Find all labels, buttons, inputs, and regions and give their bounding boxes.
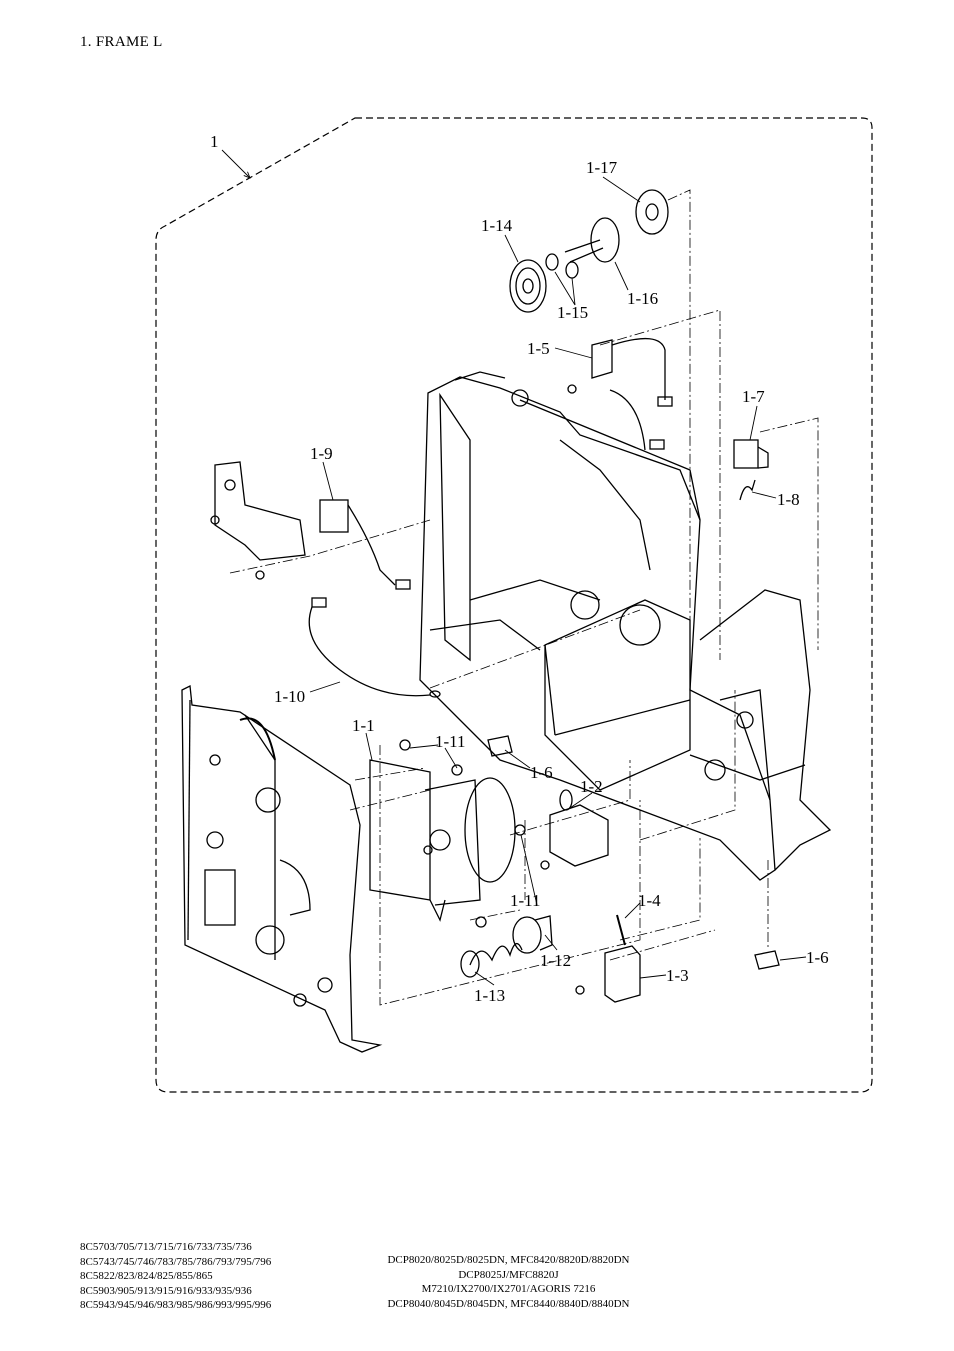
- main-frame-body: [419, 371, 832, 881]
- callout-1-11-bottom: 1-11: [510, 891, 541, 910]
- model-name-line: DCP8040/8045D/8045DN, MFC8440/8840D/8840…: [387, 1297, 630, 1310]
- footer-model-codes: 8C5703/705/713/715/716/733/735/736 8C574…: [80, 1240, 271, 1313]
- callout-1-6-right: 1-6: [806, 948, 829, 967]
- callout-1-11-top: 1-11: [435, 732, 466, 751]
- callout-1-5: 1-5: [527, 339, 550, 358]
- model-code-line: 8C5943/945/946/983/985/986/993/995/996: [80, 1299, 272, 1311]
- rubber-feet-1-6: [487, 735, 780, 970]
- model-name-line: M7210/IX2700/IX2701/AGORIS 7216: [421, 1283, 596, 1295]
- callout-1-6-center: 1-6: [530, 763, 553, 782]
- callout-1-10: 1-10: [274, 687, 305, 706]
- callout-1-2: 1-2: [580, 777, 603, 796]
- callout-1-15: 1-15: [557, 303, 588, 322]
- motor-assembly-1-1: [369, 739, 526, 922]
- callout-1-16: 1-16: [627, 289, 658, 308]
- model-name-line: DCP8020/8025D/8025DN, MFC8420/8820D/8820…: [387, 1254, 630, 1266]
- harness-1-5: [567, 337, 673, 451]
- harness-1-10: [308, 597, 441, 698]
- callout-1-9: 1-9: [310, 444, 333, 463]
- solenoid-1-2: [540, 789, 609, 870]
- callout-1-3: 1-3: [666, 966, 689, 985]
- model-name-line: DCP8025J/MFC8820J: [458, 1268, 559, 1281]
- callout-1-8: 1-8: [777, 490, 800, 509]
- model-code-line: 8C5743/745/746/783/785/786/793/795/796: [80, 1255, 272, 1268]
- assembly-boundary: [155, 117, 873, 1093]
- solenoid-1-9: [210, 461, 411, 590]
- callout-1-1: 1-1: [352, 716, 375, 735]
- callout-1-13: 1-13: [474, 986, 505, 1005]
- model-code-line: 8C5822/823/824/825/855/865: [80, 1270, 213, 1282]
- callout-1-4: 1-4: [638, 891, 661, 910]
- page-title: 1. FRAME L: [80, 34, 163, 50]
- plunger-1-3-1-4: [575, 914, 641, 1003]
- leader-lines: [221, 149, 807, 986]
- spring-1-12-1-13: [460, 915, 553, 978]
- sensor-1-7: [733, 439, 769, 501]
- gear-group: [509, 189, 669, 313]
- model-code-line: 8C5903/905/913/915/916/933/935/936: [80, 1284, 252, 1297]
- callout-1-12: 1-12: [540, 951, 571, 970]
- footer-model-names: DCP8020/8025D/8025DN, MFC8420/8820D/8820…: [366, 1253, 651, 1311]
- callout-1: 1: [210, 132, 219, 151]
- callout-1-14: 1-14: [481, 216, 513, 235]
- callout-1-17: 1-17: [586, 158, 618, 177]
- callout-1-7: 1-7: [742, 387, 765, 406]
- model-code-line: 8C5703/705/713/715/716/733/735/736: [80, 1241, 252, 1253]
- left-side-plate: [181, 684, 383, 1053]
